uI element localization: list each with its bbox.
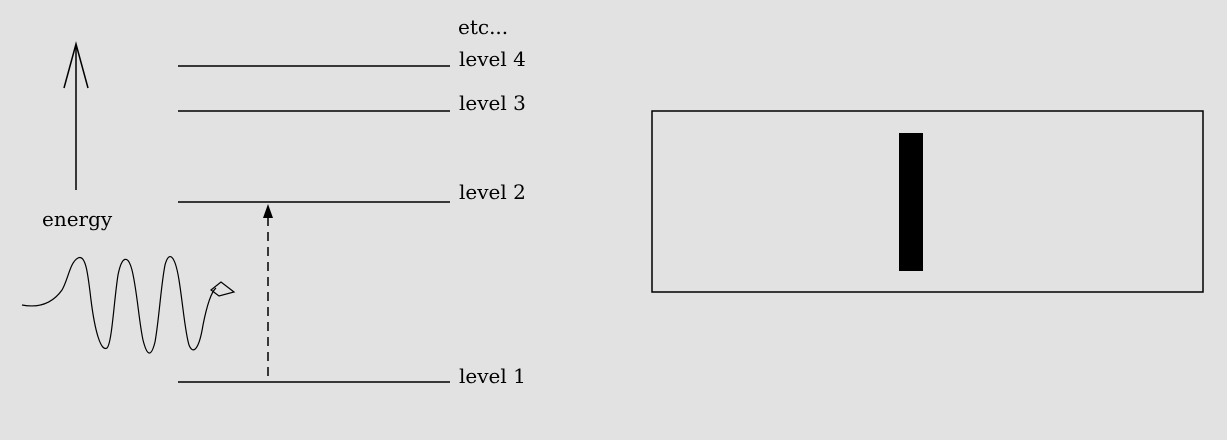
energy-level-2: level 2 [178, 180, 526, 204]
energy-level-4: level 4 [178, 47, 526, 71]
photon-wave [21, 255, 236, 354]
level-4-label: level 4 [459, 47, 526, 71]
energy-axis-arrow [63, 41, 89, 190]
etc-label: etc... [458, 15, 508, 39]
energy-level-3: level 3 [178, 91, 526, 115]
level-2-label: level 2 [459, 180, 526, 204]
energy-label: energy [42, 207, 113, 231]
level-3-label: level 3 [459, 91, 526, 115]
transition-arrow [263, 204, 273, 376]
level-1-label: level 1 [459, 364, 526, 388]
spectrum-box [651, 110, 1204, 293]
energy-level-1: level 1 [178, 364, 526, 388]
spectral-line [899, 133, 923, 271]
